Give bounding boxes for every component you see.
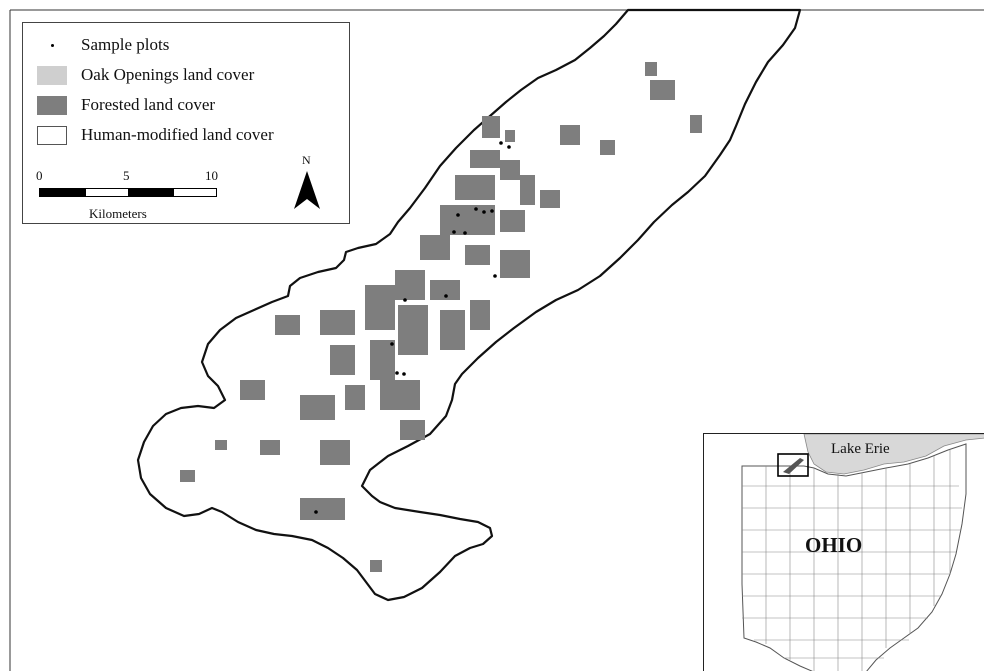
scale-segment (129, 188, 173, 197)
sample-plot (474, 207, 478, 211)
forest-patch (540, 190, 560, 208)
oak-openings-outline (136, 8, 802, 602)
forest-patch (275, 315, 300, 335)
sample-plot (499, 141, 503, 145)
lake-erie-shape (803, 434, 984, 475)
study-area-locator-shape (783, 458, 804, 474)
forest-patch (470, 300, 490, 330)
forest-patch (465, 245, 490, 265)
forest-patch (180, 470, 195, 482)
forest-patch (300, 395, 335, 420)
forest-patch (520, 175, 535, 205)
forest-patch (500, 160, 520, 180)
forest-patch (455, 175, 495, 200)
county-boundaries (742, 450, 962, 671)
sample-plot (452, 230, 456, 234)
forested-land-cover-patches (180, 62, 702, 572)
lake-erie-label: Lake Erie (831, 441, 890, 457)
forest-patch (380, 380, 420, 410)
scale-tick-5: 5 (123, 168, 130, 183)
legend-item-forested: Forested land cover (37, 94, 215, 116)
scale-segment (39, 188, 85, 197)
forest-patch (320, 440, 350, 465)
forest-patch (650, 80, 675, 100)
forest-patch (482, 116, 500, 138)
forest-patch (300, 498, 345, 520)
sample-plot (507, 145, 511, 149)
legend-item-human-modified: Human-modified land cover (37, 124, 274, 146)
forest-patch (470, 150, 500, 168)
forest-patch (400, 420, 425, 440)
forest-patch (505, 130, 515, 142)
sample-plot (402, 372, 406, 376)
forest-patch (500, 210, 525, 232)
map-legend: Sample plots Oak Openings land cover For… (22, 22, 350, 224)
scale-segment (173, 188, 217, 197)
ohio-label: OHIO (805, 533, 863, 557)
forest-patch (440, 310, 465, 350)
sample-plot (490, 209, 494, 213)
human-modified-swatch (37, 125, 67, 145)
forest-patch (500, 250, 530, 278)
forest-patch (370, 560, 382, 572)
scale-tick-10: 10 (205, 168, 218, 183)
forest-patch (560, 125, 580, 145)
sample-plot (463, 231, 467, 235)
sample-plot (314, 510, 318, 514)
forest-patch (260, 440, 280, 455)
scale-tick-0: 0 (36, 168, 43, 183)
sample-plot (390, 342, 394, 346)
ohio-inset-svg (741, 434, 984, 671)
sample-plot-points (314, 141, 511, 514)
legend-item-sample-plots: Sample plots (37, 34, 169, 56)
scale-segment (85, 188, 129, 197)
north-label: N (302, 153, 311, 167)
forest-patch (395, 270, 425, 300)
legend-item-oak-openings: Oak Openings land cover (37, 64, 254, 86)
forest-patch (600, 140, 615, 155)
sample-plot (493, 274, 497, 278)
legend-label: Oak Openings land cover (81, 65, 255, 84)
study-area-locator-box (777, 453, 809, 477)
forest-patch (215, 440, 227, 450)
forest-patch (240, 380, 265, 400)
forest-patch (690, 115, 702, 133)
legend-label: Sample plots (81, 35, 170, 54)
forest-patch (365, 285, 395, 330)
legend-label: Human-modified land cover (81, 125, 274, 144)
forested-swatch (37, 95, 67, 115)
forest-patch (330, 345, 355, 375)
sample-plot (456, 213, 460, 217)
forest-patch (440, 205, 495, 235)
oak-openings-swatch (37, 65, 67, 85)
legend-label: Forested land cover (81, 95, 216, 114)
north-arrow-icon (294, 171, 320, 209)
forest-patch (345, 385, 365, 410)
forest-patch (645, 62, 657, 76)
sample-plot (395, 371, 399, 375)
sample-plot (403, 298, 407, 302)
sample-plot-dot-icon (37, 36, 67, 55)
scale-unit-label: Kilometers (89, 206, 147, 221)
ohio-inset-map: Lake Erie OHIO (703, 433, 984, 671)
sample-plot (482, 210, 486, 214)
forest-patch (420, 235, 450, 260)
forest-patch (370, 340, 395, 380)
forest-patch (320, 310, 355, 335)
forest-patch (430, 280, 460, 300)
forest-patch (398, 305, 428, 355)
sample-plot (444, 294, 448, 298)
